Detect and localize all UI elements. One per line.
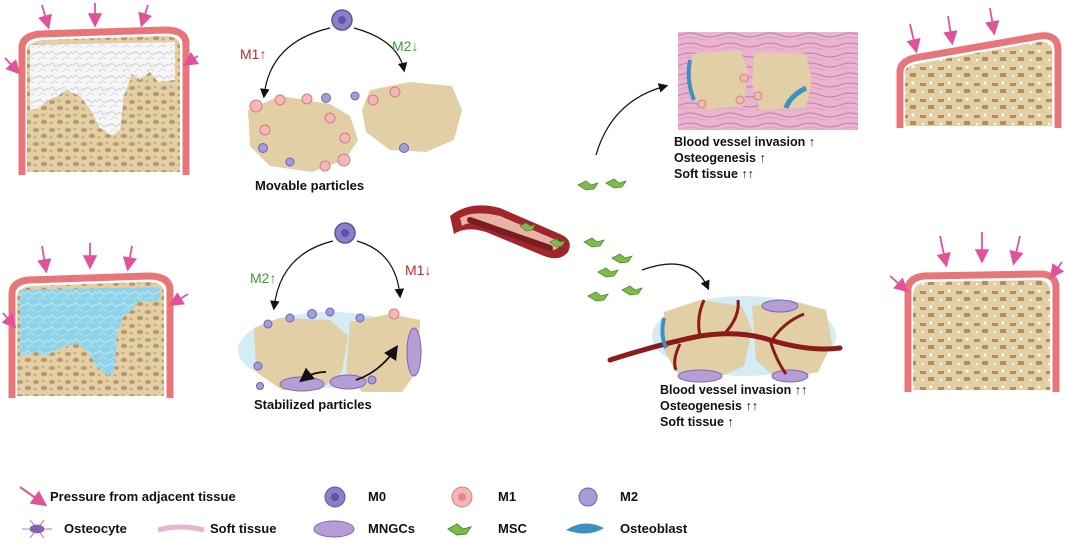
legend-osteoblast-label: Osteoblast bbox=[620, 521, 688, 536]
bone-defect-bottom-left bbox=[1, 243, 189, 398]
fluid-region bbox=[20, 287, 160, 376]
outcome-top-line: Blood vessel invasion ↑ bbox=[674, 135, 816, 149]
legend-m0-label: M0 bbox=[368, 489, 387, 504]
movable-m1-label: M1↑ bbox=[240, 46, 267, 62]
soft-tissue-outcome bbox=[678, 32, 858, 130]
outcome-bottom-line: Osteogenesis ↑↑ bbox=[660, 399, 758, 413]
void-region bbox=[30, 42, 175, 136]
stabilized-m1-label: M1↓ bbox=[405, 262, 432, 278]
outcome-top-line: Osteogenesis ↑ bbox=[674, 151, 766, 165]
stabilized-caption: Stabilized particles bbox=[254, 397, 372, 412]
outcome-bottom-line: Soft tissue ↑ bbox=[660, 415, 734, 429]
movable-particles-panel bbox=[248, 9, 462, 172]
legend-pressure-label: Pressure from adjacent tissue bbox=[50, 489, 236, 504]
legend-msc-label: MSC bbox=[498, 521, 527, 536]
legend-osteocyte-icon bbox=[22, 519, 52, 539]
movable-caption: Movable particles bbox=[255, 178, 365, 193]
bone-healed-top-right bbox=[896, 7, 1062, 128]
legend-pressure-icon bbox=[19, 486, 48, 507]
legend-m2-icon bbox=[578, 487, 598, 507]
blood-vessel-msc bbox=[450, 83, 710, 302]
outcome-bottom-text: Blood vessel invasion ↑↑ Osteogenesis ↑↑… bbox=[660, 382, 807, 430]
legend-icons bbox=[19, 486, 604, 539]
bone-healed-bottom-right bbox=[889, 232, 1065, 392]
legend-soft-tissue-icon bbox=[157, 524, 205, 533]
vascularized-outcome bbox=[607, 296, 843, 383]
legend-m1-label: M1 bbox=[498, 489, 517, 504]
pressure-arrow bbox=[38, 4, 52, 30]
stabilized-particles-panel bbox=[238, 222, 422, 392]
legend-mngcs-label: MNGCs bbox=[368, 521, 415, 536]
bone-defect-top-left bbox=[4, 3, 199, 175]
legend-osteocyte-label: Osteocyte bbox=[64, 521, 127, 536]
outcome-top-line: Soft tissue ↑↑ bbox=[674, 167, 754, 181]
outcome-bottom-line: Blood vessel invasion ↑↑ bbox=[660, 383, 808, 397]
outcome-top-text: Blood vessel invasion ↑ Osteogenesis ↑ S… bbox=[674, 134, 815, 182]
stabilized-m2-label: M2↑ bbox=[250, 270, 277, 286]
legend-msc-icon bbox=[447, 523, 473, 536]
legend-osteoblast-icon bbox=[566, 523, 604, 534]
movable-m2-label: M2↓ bbox=[392, 38, 419, 54]
legend-mngcs-icon bbox=[313, 520, 355, 538]
legend-soft-tissue-label: Soft tissue bbox=[210, 521, 277, 536]
legend-m2-label: M2 bbox=[620, 489, 639, 504]
